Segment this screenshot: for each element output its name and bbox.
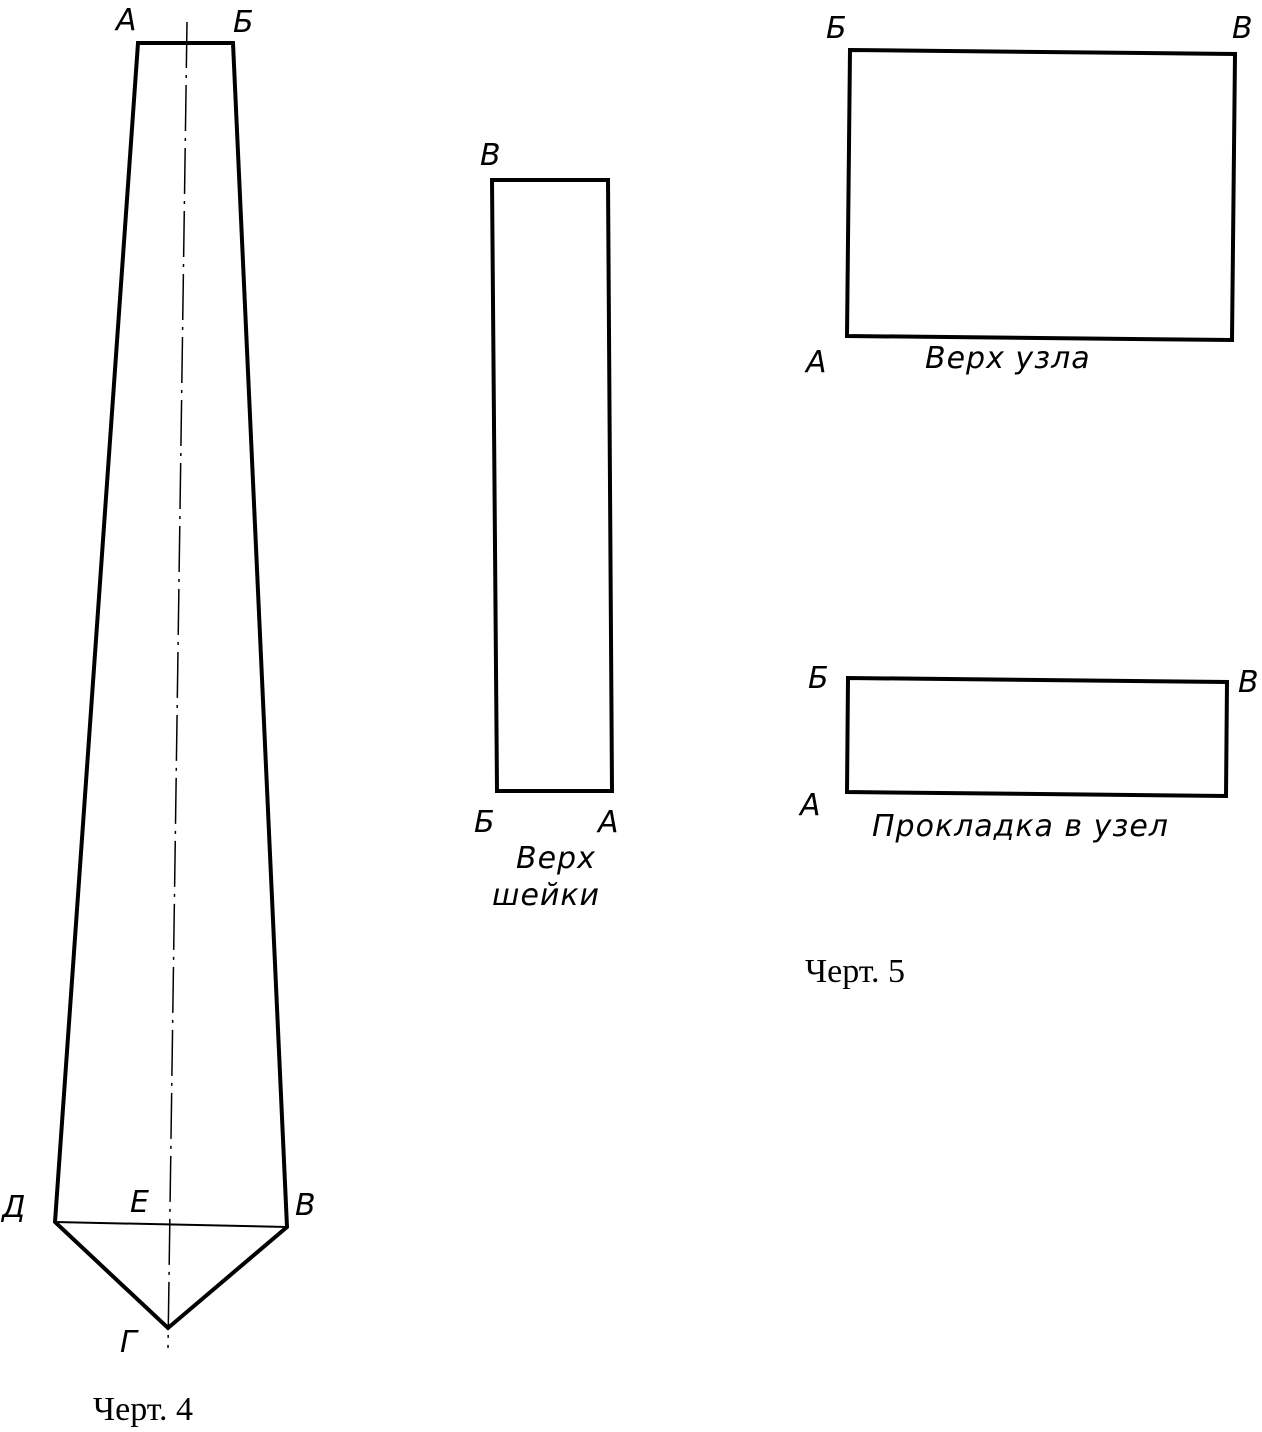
knot-lining-point-b: Б [808, 661, 829, 696]
knot-top-pattern: Б В А Верх узла [804, 11, 1253, 380]
neck-top-outline [489, 178, 615, 793]
knot-lining-caption: Прокладка в узел [872, 809, 1169, 844]
tie-pattern: А Б Д Е В Г Черт. 4 [0, 3, 316, 1428]
tie-point-b: Б [233, 5, 254, 40]
figure-4-caption: Черт. 4 [93, 1391, 193, 1428]
neck-point-b: Б [474, 805, 495, 840]
tie-outline [52, 41, 290, 1331]
tie-cross-line-d-v [54, 1221, 288, 1228]
neck-caption-line1: Верх [516, 841, 596, 876]
knot-top-outline [844, 47, 1238, 343]
tie-point-v: В [295, 1188, 316, 1223]
figure-5-caption: Черт. 5 [805, 953, 905, 990]
tie-point-g: Г [120, 1325, 139, 1360]
knot-top-point-b: Б [826, 11, 847, 46]
tie-center-axis [167, 21, 188, 1349]
knot-lining-outline [844, 675, 1230, 799]
tie-point-d: Д [0, 1190, 25, 1225]
knot-top-point-a: А [804, 345, 827, 380]
neck-point-a: А [596, 805, 619, 840]
knot-lining-pattern: Б В А Прокладка в узел [798, 661, 1259, 844]
knot-top-caption: Верх узла [925, 341, 1091, 376]
neck-caption-line2: шейки [492, 878, 600, 913]
tie-point-a: А [114, 3, 137, 38]
knot-lining-point-a: А [798, 788, 821, 823]
knot-lining-point-v: В [1238, 665, 1259, 700]
tie-point-e: Е [130, 1185, 149, 1220]
neck-top-pattern: В Б А Верх шейки [474, 138, 619, 913]
knot-top-point-v: В [1232, 11, 1253, 46]
neck-point-v: В [480, 138, 501, 173]
